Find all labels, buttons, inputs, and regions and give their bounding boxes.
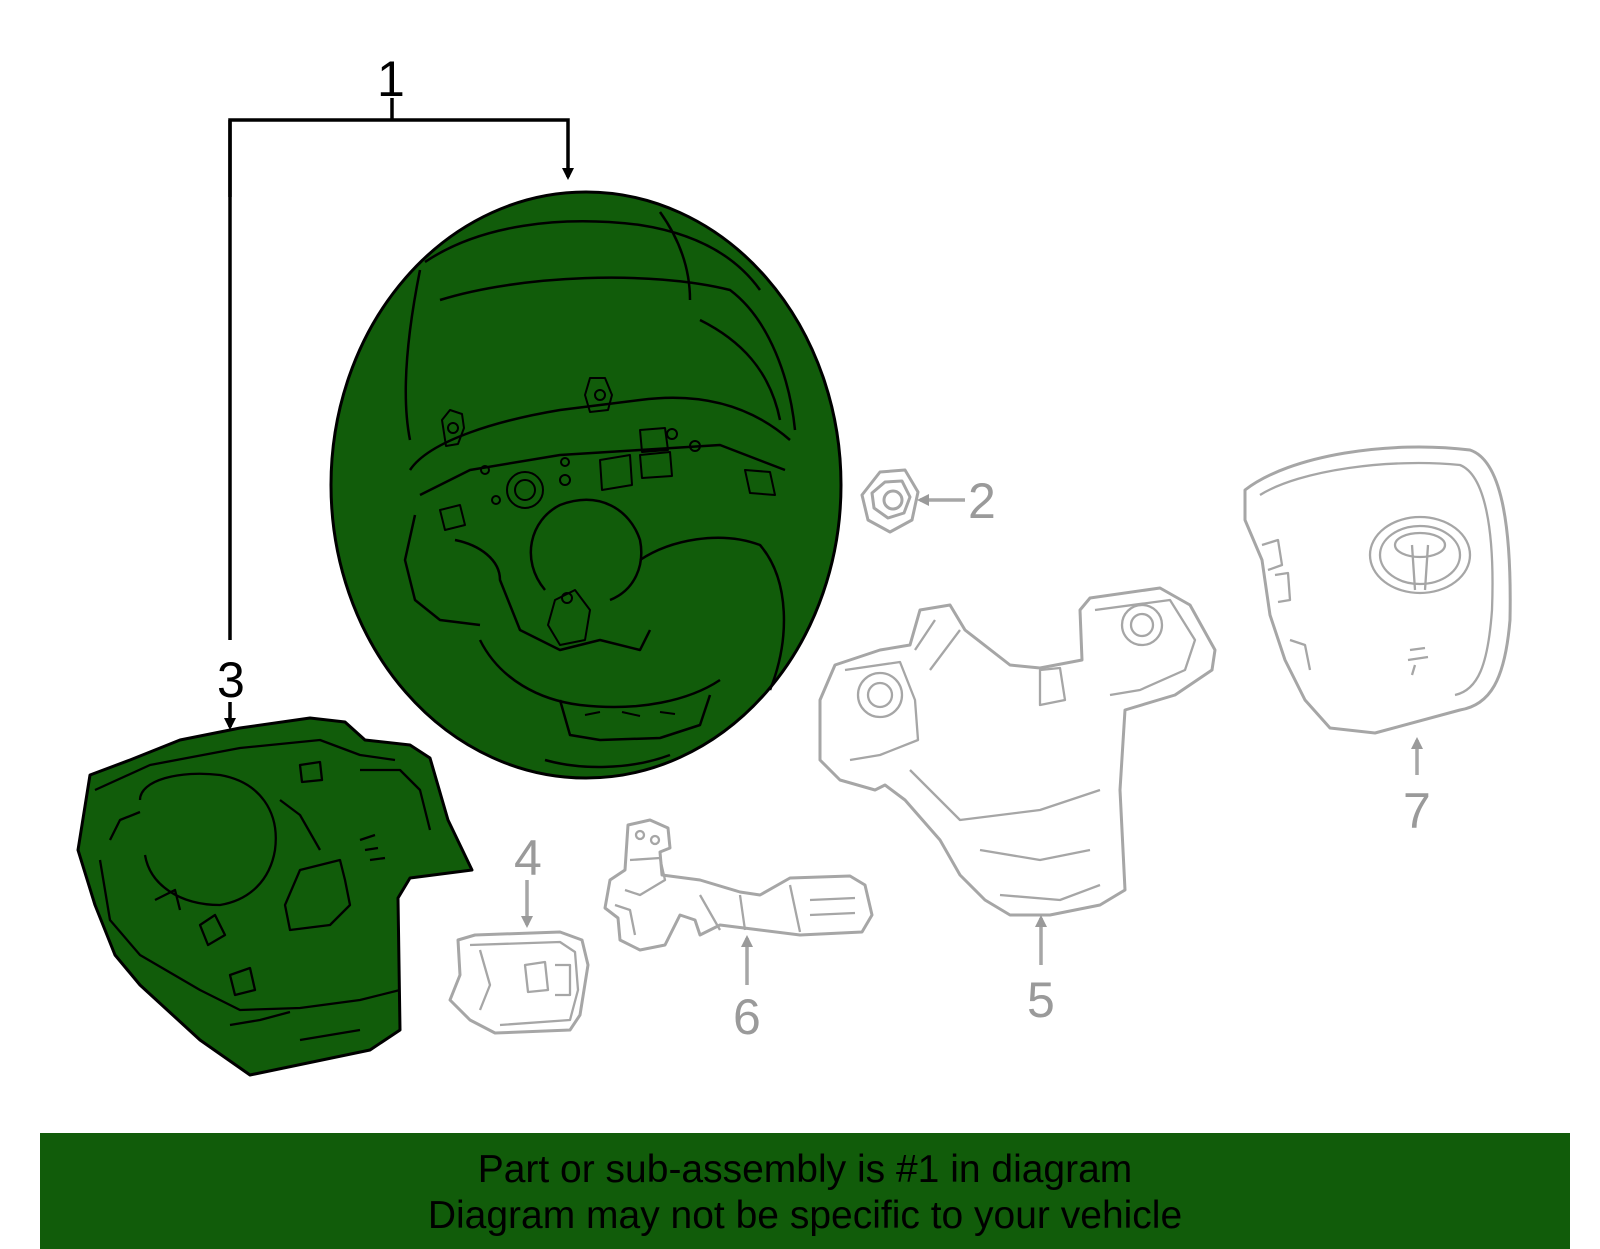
- callout-1-label: 1: [377, 51, 405, 107]
- banner-disclaimer-line: Diagram may not be specific to your vehi…: [427, 1194, 1183, 1237]
- callout-7-label: 7: [1403, 783, 1431, 839]
- clock-spring-part[interactable]: [448, 930, 590, 1035]
- callout-2-label: 2: [968, 473, 996, 529]
- callout-5-label: 5: [1027, 972, 1055, 1028]
- callout-4-label: 4: [514, 830, 542, 886]
- airbag-module-part[interactable]: [1243, 445, 1512, 735]
- info-banner: Part or sub-assembly is #1 in diagram Di…: [40, 1133, 1570, 1249]
- column-cover-part[interactable]: [76, 716, 474, 1077]
- banner-part-line: Part or sub-assembly is #1 in diagram: [477, 1148, 1133, 1191]
- switch-assembly-part[interactable]: [603, 818, 874, 952]
- callout-1-leader: [228, 98, 574, 640]
- spoke-cover-part[interactable]: [818, 586, 1217, 917]
- nut-part[interactable]: [860, 468, 920, 534]
- callout-6-label: 6: [733, 989, 761, 1045]
- callout-3-label: 3: [217, 652, 245, 708]
- steering-wheel-part[interactable]: [329, 190, 843, 780]
